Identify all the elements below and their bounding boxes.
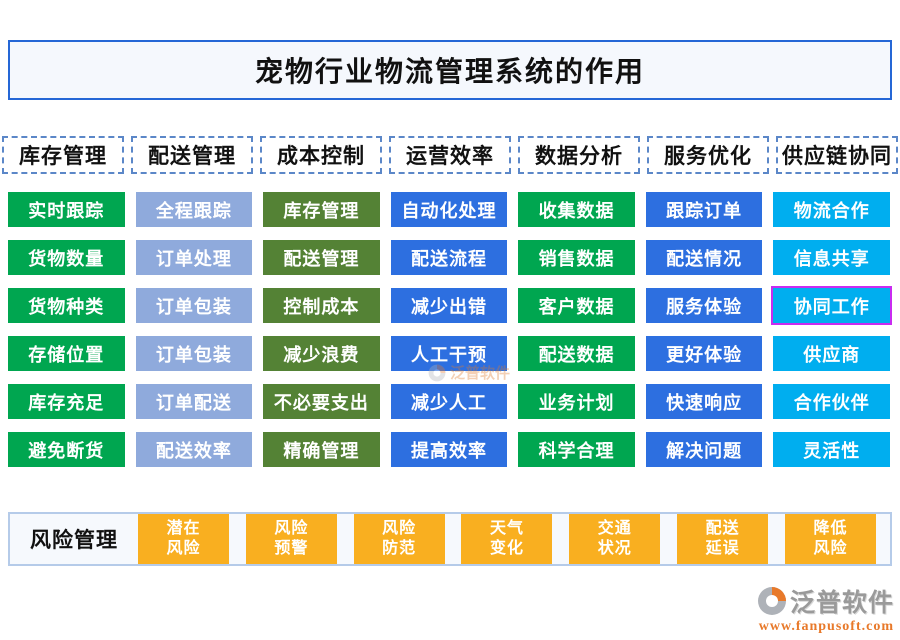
category-row: 库存管理配送管理成本控制运营效率数据分析服务优化供应链协同 xyxy=(2,136,898,174)
benefit-cell: 存储位置 xyxy=(8,336,125,371)
risk-label: 风险管理 xyxy=(30,528,118,552)
category-box-0: 库存管理 xyxy=(2,136,124,174)
benefit-cell: 灵活性 xyxy=(773,432,890,467)
benefit-cell: 科学合理 xyxy=(518,432,635,467)
benefit-column-2: 库存管理配送管理控制成本减少浪费不必要支出精确管理 xyxy=(263,192,380,467)
risk-cell-line: 防范 xyxy=(382,540,417,557)
benefit-column-1: 全程跟踪订单处理订单包装订单包装订单配送配送效率 xyxy=(135,192,253,467)
benefit-cell: 快速响应 xyxy=(645,384,763,419)
benefit-column-4: 收集数据销售数据客户数据配送数据业务计划科学合理 xyxy=(518,192,635,467)
benefit-cell: 全程跟踪 xyxy=(135,192,253,227)
risk-cell-line: 延误 xyxy=(705,540,740,557)
watermark-brand-text: 泛普软件 xyxy=(789,590,894,617)
benefit-cell: 配送效率 xyxy=(135,432,253,467)
title-banner: 宠物行业物流管理系统的作用 xyxy=(8,40,892,100)
benefit-cell: 配送数据 xyxy=(518,336,635,371)
risk-cells: 潜在风险风险预警风险防范天气变化交通状况配送延误降低风险 xyxy=(138,514,890,564)
risk-cell-line: 降低 xyxy=(813,520,848,537)
benefit-cell: 控制成本 xyxy=(263,288,380,323)
benefit-cell: 减少人工 xyxy=(390,384,508,419)
category-box-4: 数据分析 xyxy=(518,136,640,174)
benefit-cell: 跟踪订单 xyxy=(645,192,763,227)
risk-cell-line: 天气 xyxy=(489,520,524,537)
benefit-cell: 不必要支出 xyxy=(263,384,380,419)
benefit-cell: 服务体验 xyxy=(645,288,763,323)
benefit-cell: 协同工作 xyxy=(773,288,890,323)
benefit-cell: 业务计划 xyxy=(518,384,635,419)
benefit-cell: 精确管理 xyxy=(263,432,380,467)
risk-strip: 风险管理 潜在风险风险预警风险防范天气变化交通状况配送延误降低风险 xyxy=(8,512,892,566)
risk-cell-line: 交通 xyxy=(597,520,632,537)
benefit-cell: 解决问题 xyxy=(645,432,763,467)
benefit-cell: 物流合作 xyxy=(773,192,890,227)
benefit-cell: 减少出错 xyxy=(390,288,508,323)
benefit-cell: 货物数量 xyxy=(8,240,125,275)
watermark-bottom-right: 泛普软件 www.fanpusoft.com xyxy=(757,583,894,635)
benefit-column-5: 跟踪订单配送情况服务体验更好体验快速响应解决问题 xyxy=(645,192,763,467)
benefits-grid: 实时跟踪货物数量货物种类存储位置库存充足避免断货全程跟踪订单处理订单包装订单包装… xyxy=(8,192,890,467)
category-box-2: 成本控制 xyxy=(260,136,382,174)
category-box-6: 供应链协同 xyxy=(776,136,898,174)
benefit-cell: 订单包装 xyxy=(135,288,253,323)
category-box-5: 服务优化 xyxy=(647,136,769,174)
risk-cell-line: 配送 xyxy=(705,520,740,537)
benefit-cell: 订单配送 xyxy=(135,384,253,419)
benefit-column-6: 物流合作信息共享协同工作供应商合作伙伴灵活性 xyxy=(773,192,890,467)
benefit-cell: 收集数据 xyxy=(518,192,635,227)
benefit-cell: 合作伙伴 xyxy=(773,384,890,419)
benefit-cell: 避免断货 xyxy=(8,432,125,467)
risk-cell-2: 风险防范 xyxy=(353,514,445,564)
category-box-3: 运营效率 xyxy=(389,136,511,174)
benefit-cell: 自动化处理 xyxy=(390,192,508,227)
benefit-cell: 信息共享 xyxy=(773,240,890,275)
benefit-cell: 订单包装 xyxy=(135,336,253,371)
risk-cell-4: 交通状况 xyxy=(569,514,661,564)
benefit-cell: 订单处理 xyxy=(135,240,253,275)
benefit-cell: 库存管理 xyxy=(263,192,380,227)
risk-cell-line: 变化 xyxy=(489,540,524,557)
page-title: 宠物行业物流管理系统的作用 xyxy=(254,57,645,88)
watermark-url-text: www.fanpusoft.com xyxy=(758,619,894,634)
benefit-cell: 客户数据 xyxy=(518,288,635,323)
risk-cell-line: 风险 xyxy=(166,540,201,557)
risk-cell-3: 天气变化 xyxy=(461,514,553,564)
benefit-column-0: 实时跟踪货物数量货物种类存储位置库存充足避免断货 xyxy=(8,192,125,467)
benefit-cell: 供应商 xyxy=(773,336,890,371)
risk-cell-6: 降低风险 xyxy=(784,514,876,564)
risk-cell-line: 预警 xyxy=(274,540,309,557)
risk-cell-1: 风险预警 xyxy=(245,514,337,564)
benefit-cell: 实时跟踪 xyxy=(8,192,125,227)
benefit-cell: 更好体验 xyxy=(645,336,763,371)
benefit-cell: 货物种类 xyxy=(8,288,125,323)
risk-cell-line: 风险 xyxy=(382,520,417,537)
risk-cell-line: 潜在 xyxy=(166,520,201,537)
benefit-cell: 配送流程 xyxy=(390,240,508,275)
benefit-cell: 提高效率 xyxy=(390,432,508,467)
risk-cell-5: 配送延误 xyxy=(677,514,769,564)
fanpu-logo-icon xyxy=(757,587,786,615)
category-box-1: 配送管理 xyxy=(131,136,253,174)
risk-cell-line: 风险 xyxy=(813,540,848,557)
benefit-cell: 库存充足 xyxy=(8,384,125,419)
benefit-cell: 配送管理 xyxy=(263,240,380,275)
risk-cell-line: 状况 xyxy=(597,540,632,557)
benefit-cell: 人工干预 xyxy=(390,336,508,371)
benefit-column-3: 自动化处理配送流程减少出错人工干预减少人工提高效率 xyxy=(390,192,508,467)
benefit-cell: 销售数据 xyxy=(518,240,635,275)
benefit-cell: 配送情况 xyxy=(645,240,763,275)
benefit-cell: 减少浪费 xyxy=(263,336,380,371)
risk-cell-0: 潜在风险 xyxy=(138,514,229,564)
risk-cell-line: 风险 xyxy=(274,520,309,537)
